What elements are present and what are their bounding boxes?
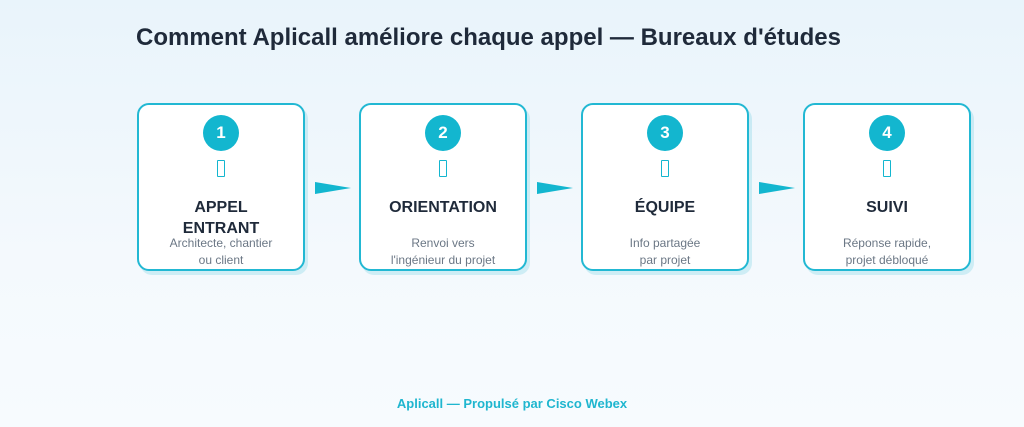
step-number-badge: 2 [425,115,461,151]
step-title-line: APPEL [194,199,248,216]
page-title: Comment Aplicall améliore chaque appel —… [136,24,841,51]
step-title-line: ENTRANT [182,220,260,237]
step-title: APPEL ENTRANT [145,197,297,239]
team-icon [583,157,747,179]
step-description: Architecte, chantier ou client [145,235,297,269]
step-title: ÉQUIPE [589,197,741,218]
phone-icon [139,157,303,179]
step-description-line: l'ingénieur du projet [390,253,496,267]
step-number-badge: 3 [647,115,683,151]
step-card-2: 2 ORIENTATION Renvoi vers l'ingénieur du… [359,103,527,271]
step-description-line: Info partagée [629,236,701,250]
step-card-4: 4 SUIVI Réponse rapide, projet débloqué [803,103,971,271]
step-number-badge: 4 [869,115,905,151]
step-description-line: Renvoi vers [411,236,475,250]
routing-icon [361,157,525,179]
step-card-3: 3 ÉQUIPE Info partagée par projet [581,103,749,271]
step-description-line: Réponse rapide, [842,236,932,250]
step-title: SUIVI [811,197,963,218]
arrow-right-icon [315,182,351,194]
step-title-line: ORIENTATION [389,199,497,216]
footer-credit: Aplicall — Propulsé par Cisco Webex [396,396,628,411]
step-number-badge: 1 [203,115,239,151]
step-description-line: par projet [639,253,691,267]
follow-up-icon [805,157,969,179]
step-title: ORIENTATION [367,197,519,218]
step-description: Réponse rapide, projet débloqué [811,235,963,269]
step-description-line: projet débloqué [845,253,929,267]
step-card-1: 1 APPEL ENTRANT Architecte, chantier ou … [137,103,305,271]
step-description: Info partagée par projet [589,235,741,269]
arrow-right-icon [759,182,795,194]
step-description-line: ou client [198,253,244,267]
step-title-line: ÉQUIPE [634,199,696,216]
step-title-line: SUIVI [866,199,908,216]
step-description: Renvoi vers l'ingénieur du projet [367,235,519,269]
arrow-right-icon [537,182,573,194]
step-description-line: Architecte, chantier [169,236,273,250]
